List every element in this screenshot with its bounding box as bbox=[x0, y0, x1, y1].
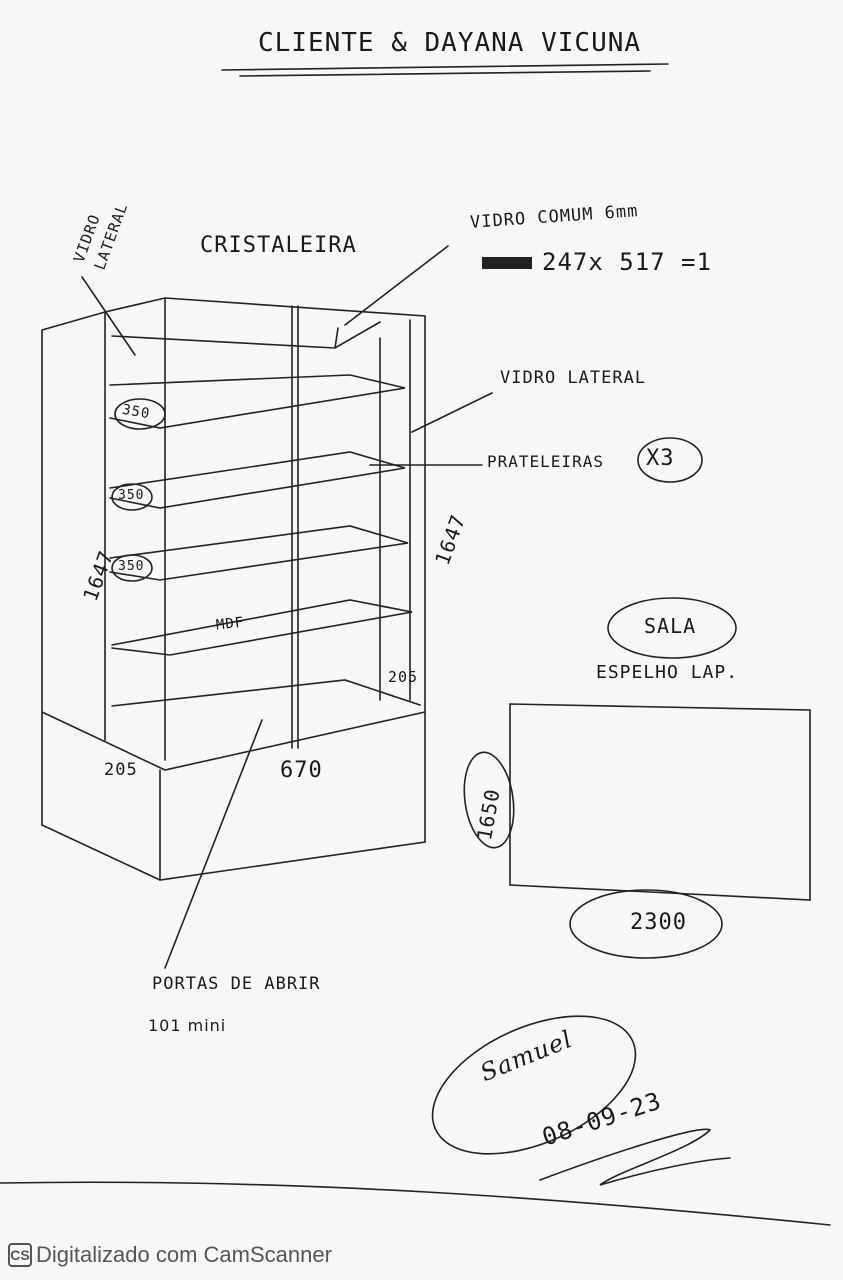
mdf-label: MDF bbox=[215, 614, 246, 634]
room-label: SALA bbox=[644, 614, 697, 638]
model-label: 101 mini bbox=[148, 1016, 227, 1035]
camscanner-logo-icon: CS bbox=[8, 1243, 32, 1267]
page-title: CLIENTE & DAYANA VICUNA bbox=[258, 28, 642, 58]
vidro-dims-label: 247x 517 =1 bbox=[482, 248, 712, 276]
vidro-lateral-right-label: VIDRO LATERAL bbox=[500, 368, 647, 388]
prateleiras-qty: X3 bbox=[646, 446, 675, 471]
shelf-spacing-2: 350 bbox=[118, 488, 145, 503]
cabinet-name: CRISTALEIRA bbox=[200, 233, 357, 258]
depth-right: 205 bbox=[388, 668, 419, 686]
prateleiras-label: PRATELEIRAS bbox=[487, 452, 604, 471]
vidro-dims: 247x 517 =1 bbox=[542, 248, 712, 276]
camscanner-footer: CS Digitalizado com CamScanner bbox=[8, 1242, 332, 1268]
depth-left: 205 bbox=[104, 760, 138, 780]
mirror-width: 2300 bbox=[630, 910, 687, 935]
scribble-mark bbox=[482, 257, 532, 269]
mirror-label: ESPELHO LAP. bbox=[596, 662, 739, 683]
shelf-spacing-3: 350 bbox=[118, 559, 145, 574]
portas-label: PORTAS DE ABRIR bbox=[152, 974, 321, 994]
footer-text: Digitalizado com CamScanner bbox=[36, 1242, 332, 1267]
width-label: 670 bbox=[280, 758, 323, 783]
